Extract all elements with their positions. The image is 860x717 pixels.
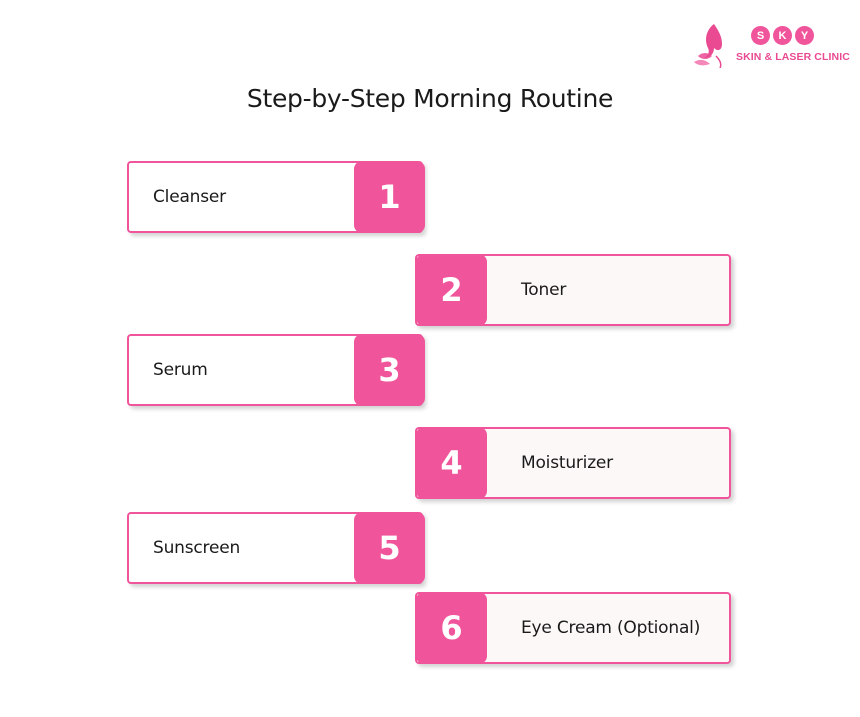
page-title: Step-by-Step Morning Routine (246, 84, 614, 113)
step-label: Eye Cream (Optional) (521, 618, 701, 638)
step-number-badge: 3 (354, 334, 425, 406)
clinic-logo: S K Y SKIN & LASER CLINIC (692, 22, 850, 70)
step-number-badge: 5 (354, 512, 425, 584)
step-label: Moisturizer (521, 453, 613, 473)
woman-silhouette-butterfly-icon (694, 24, 722, 68)
step-item-2: 2 Toner (415, 254, 733, 326)
step-item-6: 6 Eye Cream (Optional) (415, 592, 733, 664)
logo-letter: Y (795, 26, 814, 45)
logo-letter: K (773, 26, 792, 45)
step-label: Serum (153, 360, 208, 380)
step-item-3: Serum 3 (127, 334, 432, 406)
step-label: Sunscreen (153, 538, 241, 558)
logo-subtitle: SKIN & LASER CLINIC (736, 51, 850, 63)
step-number-badge: 2 (416, 254, 487, 326)
step-item-1: Cleanser 1 (127, 161, 432, 233)
step-label: Cleanser (153, 187, 226, 207)
logo-letters: S K Y (751, 26, 814, 45)
step-number-badge: 4 (416, 427, 487, 499)
step-number-badge: 6 (416, 592, 487, 664)
step-item-4: 4 Moisturizer (415, 427, 733, 499)
logo-letter: S (751, 26, 770, 45)
step-label: Toner (521, 280, 567, 300)
step-number-badge: 1 (354, 161, 425, 233)
step-item-5: Sunscreen 5 (127, 512, 432, 584)
